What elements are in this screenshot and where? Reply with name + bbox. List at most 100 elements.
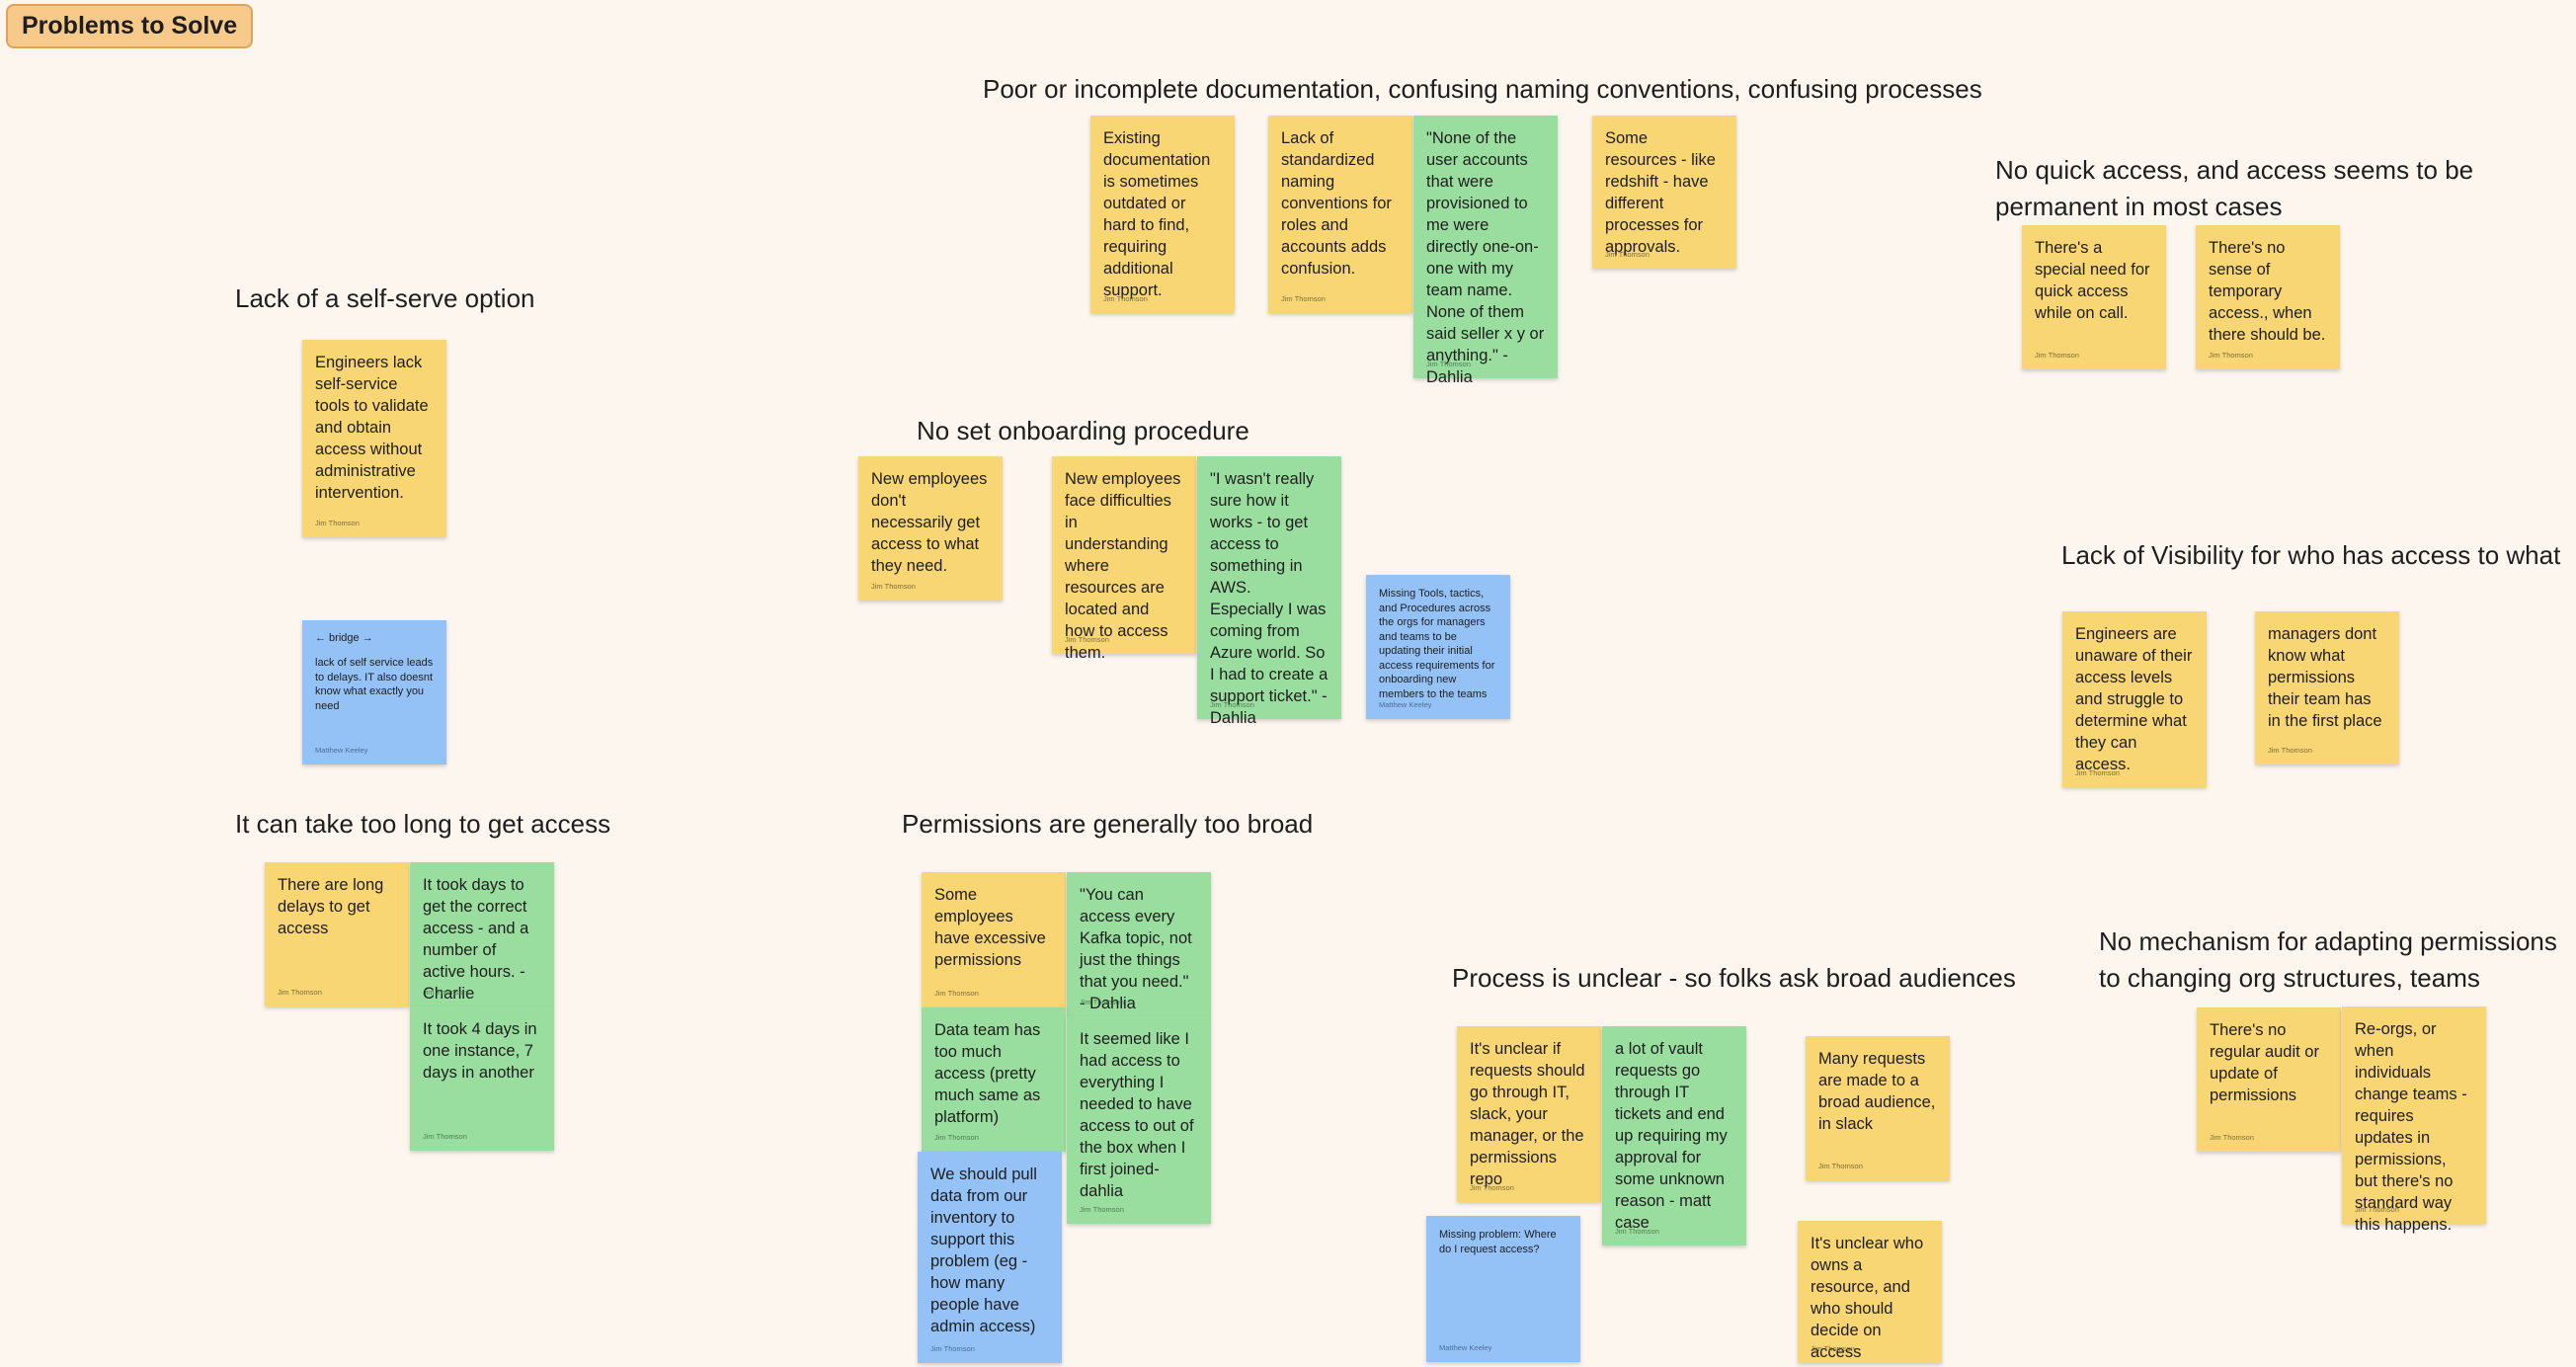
sticky-note[interactable]: There's no regular audit or update of pe… <box>2197 1007 2341 1152</box>
heading-mechanism-line2: to changing org structures, teams <box>2099 963 2480 993</box>
note-author: Jim Thomson <box>1615 1227 1659 1236</box>
sticky-note[interactable]: Engineers are unaware of their access le… <box>2062 611 2207 787</box>
note-text: Lack of standardized naming conventions … <box>1281 129 1392 278</box>
heading-quick-access-line2: permanent in most cases <box>1995 192 2283 221</box>
note-author: Jim Thomson <box>871 582 916 591</box>
note-author: Jim Thomson <box>2268 746 2312 755</box>
note-text: Some employees have excessive permission… <box>934 886 1046 969</box>
note-text: Engineers are unaware of their access le… <box>2075 625 2193 773</box>
sticky-note[interactable]: "I wasn't really sure how it works - to … <box>1197 456 1341 727</box>
note-author: Jim Thomson <box>1080 1205 1124 1214</box>
heading-onboarding: No set onboarding procedure <box>917 416 1249 445</box>
heading-visibility: Lack of Visibility for who has access to… <box>2061 540 2561 570</box>
note-author: Jim Thomson <box>1811 1344 1855 1353</box>
note-text: It's unclear if requests should go throu… <box>1470 1040 1585 1188</box>
sticky-note[interactable]: managers dont know what permissions thei… <box>2255 611 2399 764</box>
sticky-note[interactable]: There's no sense of temporary access., w… <box>2196 225 2340 369</box>
note-author: Jim Thomson <box>1426 360 1471 368</box>
note-text: It's unclear who owns a resource, and wh… <box>1811 1235 1924 1361</box>
sticky-note[interactable]: a lot of vault requests go through IT ti… <box>1602 1026 1746 1246</box>
sticky-note[interactable]: Engineers lack self-service tools to val… <box>302 340 446 537</box>
sticky-note[interactable]: It took days to get the correct access -… <box>410 862 554 1006</box>
note-text: We should pull data from our inventory t… <box>930 1166 1037 1335</box>
note-text: "None of the user accounts that were pro… <box>1426 129 1545 386</box>
note-text: Re-orgs, or when individuals change team… <box>2355 1020 2467 1234</box>
note-text: "You can access every Kafka topic, not j… <box>1080 886 1192 1012</box>
note-text: It took 4 days in one instance, 7 days i… <box>423 1020 537 1082</box>
note-author: Matthew Keeley <box>315 746 368 755</box>
sticky-note[interactable]: We should pull data from our inventory t… <box>918 1152 1062 1363</box>
heading-quick-access-line1: No quick access, and access seems to be <box>1995 155 2474 185</box>
note-text: There's no regular audit or update of pe… <box>2210 1021 2319 1104</box>
note-author: Matthew Keeley <box>1439 1343 1492 1352</box>
note-text: Existing documentation is sometimes outd… <box>1103 129 1211 299</box>
note-text: "I wasn't really sure how it works - to … <box>1210 470 1328 727</box>
heading-documentation: Poor or incomplete documentation, confus… <box>983 74 1982 104</box>
sticky-note[interactable]: New employees don't necessarily get acce… <box>858 456 1003 601</box>
sticky-note[interactable]: Some employees have excessive permission… <box>922 872 1066 1007</box>
heading-mechanism-line1: No mechanism for adapting permissions <box>2099 926 2557 956</box>
note-text: There's no sense of temporary access., w… <box>2209 239 2326 344</box>
heading-process-unclear: Process is unclear - so folks ask broad … <box>1452 963 2016 993</box>
note-text: New employees don't necessarily get acce… <box>871 470 988 575</box>
note-author: Jim Thomson <box>1065 635 1109 644</box>
note-author: Jim Thomson <box>2210 1133 2254 1142</box>
note-author: Jim Thomson <box>1818 1162 1863 1170</box>
note-text: There's a special need for quick access … <box>2035 239 2150 322</box>
note-author: Jim Thomson <box>278 988 322 997</box>
note-author: Jim Thomson <box>930 1344 975 1353</box>
sticky-note[interactable]: It's unclear who owns a resource, and wh… <box>1798 1221 1942 1363</box>
sticky-note[interactable]: There's a special need for quick access … <box>2022 225 2166 369</box>
note-author: Jim Thomson <box>1210 700 1254 709</box>
note-text: Engineers lack self-service tools to val… <box>315 354 429 502</box>
heading-too-long: It can take too long to get access <box>235 809 611 839</box>
sticky-note[interactable]: Many requests are made to a broad audien… <box>1806 1036 1950 1180</box>
note-author: Jim Thomson <box>1103 294 1148 303</box>
note-text: Missing Tools, tactics, and Procedures a… <box>1379 588 1495 700</box>
note-author: Jim Thomson <box>2209 351 2253 360</box>
note-author: Jim Thomson <box>1605 250 1650 259</box>
sticky-note[interactable]: Missing problem: Where do I request acce… <box>1426 1216 1580 1362</box>
note-text: New employees face difficulties in under… <box>1065 470 1181 662</box>
sticky-note[interactable]: There are long delays to get access Jim … <box>265 862 409 1006</box>
note-author: Jim Thomson <box>1470 1183 1514 1192</box>
note-author: Jim Thomson <box>423 988 467 997</box>
note-text: lack of self service leads to delays. IT… <box>315 657 434 712</box>
note-author: Jim Thomson <box>934 1133 979 1142</box>
note-author: Jim Thomson <box>423 1132 467 1141</box>
sticky-note[interactable]: It seemed like I had access to everythin… <box>1067 1016 1211 1224</box>
note-author: Jim Thomson <box>2035 351 2079 360</box>
note-author: Jim Thomson <box>1281 294 1326 303</box>
note-author: Jim Thomson <box>315 519 360 527</box>
note-author: Jim Thomson <box>1080 998 1124 1006</box>
note-text: Some resources - like redshift - have di… <box>1605 129 1716 256</box>
board-tag[interactable]: Problems to Solve <box>6 4 254 48</box>
note-author: Jim Thomson <box>2075 768 2120 777</box>
sticky-note[interactable]: It's unclear if requests should go throu… <box>1457 1026 1601 1202</box>
bridge-label: ← bridge → <box>315 632 373 644</box>
sticky-note[interactable]: ← bridge → lack of self service leads to… <box>302 620 446 764</box>
sticky-note[interactable]: "None of the user accounts that were pro… <box>1413 116 1558 386</box>
sticky-note[interactable]: Missing Tools, tactics, and Procedures a… <box>1366 575 1510 719</box>
sticky-note[interactable]: "You can access every Kafka topic, not j… <box>1067 872 1211 1016</box>
note-text: It took days to get the correct access -… <box>423 876 529 1003</box>
note-author: Jim Thomson <box>2355 1205 2399 1214</box>
heading-self-serve: Lack of a self-serve option <box>235 283 535 313</box>
note-text: a lot of vault requests go through IT ti… <box>1615 1040 1728 1232</box>
sticky-note[interactable]: Lack of standardized naming conventions … <box>1268 116 1412 313</box>
heading-too-broad: Permissions are generally too broad <box>902 809 1314 839</box>
note-author: Matthew Keeley <box>1379 700 1432 709</box>
note-text: It seemed like I had access to everythin… <box>1080 1030 1194 1200</box>
sticky-note[interactable]: Some resources - like redshift - have di… <box>1592 116 1736 269</box>
sticky-note[interactable]: New employees face difficulties in under… <box>1052 456 1196 662</box>
sticky-note[interactable]: Existing documentation is sometimes outd… <box>1090 116 1235 313</box>
note-text: There are long delays to get access <box>278 876 384 937</box>
note-text: Many requests are made to a broad audien… <box>1818 1050 1936 1133</box>
note-text: Data team has too much access (pretty mu… <box>934 1021 1041 1126</box>
note-text: Missing problem: Where do I request acce… <box>1439 1229 1557 1255</box>
sticky-note[interactable]: Re-orgs, or when individuals change team… <box>2342 1006 2486 1234</box>
sticky-note[interactable]: It took 4 days in one instance, 7 days i… <box>410 1006 554 1151</box>
note-author: Jim Thomson <box>934 989 979 998</box>
sticky-note[interactable]: Data team has too much access (pretty mu… <box>922 1007 1066 1152</box>
note-text: managers dont know what permissions thei… <box>2268 625 2382 730</box>
